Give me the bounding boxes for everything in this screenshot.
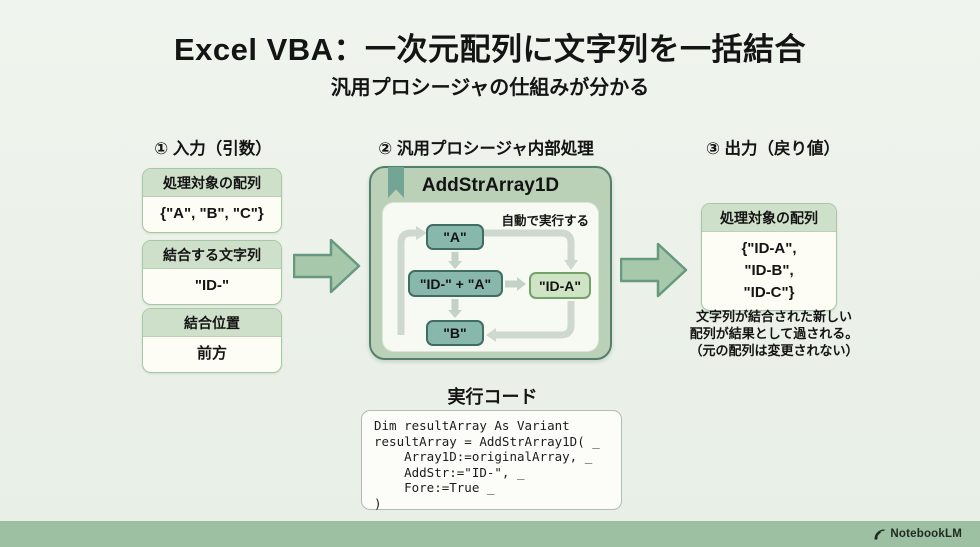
footer-bar: NotebookLM (0, 521, 980, 547)
output-note: 文字列が結合された新しい 配列が結果として過される。 （元の配列は変更されない） (689, 309, 859, 358)
page-title: Excel VBA：一次元配列に文字列を一括結合 (173, 32, 807, 67)
input-card-position-value: 前方 (196, 345, 227, 362)
page-subtitle: 汎用プロシージャの仕組みが分かる (330, 77, 650, 99)
output-card-value: {"ID-A", "ID-B", "ID-C"} (741, 240, 797, 301)
notebooklm-brand-text: NotebookLM (890, 528, 962, 540)
procedure-inner-panel: 自動で実行する "A" "ID-" + "A" "ID-A" "B" (382, 202, 599, 352)
auto-run-label: 自動で実行する (501, 214, 589, 228)
output-column-header: ③ 出力（戻り値） (705, 140, 841, 158)
input-column-header: ① 入力（引数） (154, 140, 272, 158)
procedure-box: AddStrArray1D (369, 166, 612, 360)
node-current-element: "A" (426, 224, 484, 250)
output-card: 処理対象の配列 {"ID-A", "ID-B", "ID-C"} (701, 203, 837, 312)
input-card-string: 結合する文字列 "ID-" (142, 240, 282, 305)
brand: NotebookLM (873, 528, 962, 541)
code-block: Dim resultArray As Variant resultArray =… (361, 410, 622, 511)
arrow-right-icon (620, 242, 688, 298)
output-card-title: 処理対象の配列 (702, 204, 836, 232)
process-column-header: ② 汎用プロシージャ内部処理 (378, 140, 594, 158)
input-card-position: 結合位置 前方 (142, 308, 282, 373)
input-card-array-title: 処理対象の配列 (143, 169, 281, 197)
input-card-array: 処理対象の配列 {"A", "B", "C"} (142, 168, 282, 233)
input-card-position-title: 結合位置 (143, 309, 281, 337)
notebooklm-logo-icon (874, 529, 886, 540)
node-result: "ID-A" (529, 272, 591, 299)
node-concat-operation: "ID-" + "A" (408, 270, 503, 297)
input-card-string-title: 結合する文字列 (143, 241, 281, 269)
code-section-title: 実行コード (447, 387, 538, 407)
loop-arrows-icon (397, 226, 578, 342)
arrow-right-icon (293, 238, 361, 294)
procedure-title: AddStrArray1D (421, 175, 560, 196)
node-next-element: "B" (426, 320, 484, 346)
bookmark-icon (388, 167, 404, 198)
input-card-array-value: {"A", "B", "C"} (160, 205, 264, 222)
input-card-string-value: "ID-" (194, 277, 230, 294)
